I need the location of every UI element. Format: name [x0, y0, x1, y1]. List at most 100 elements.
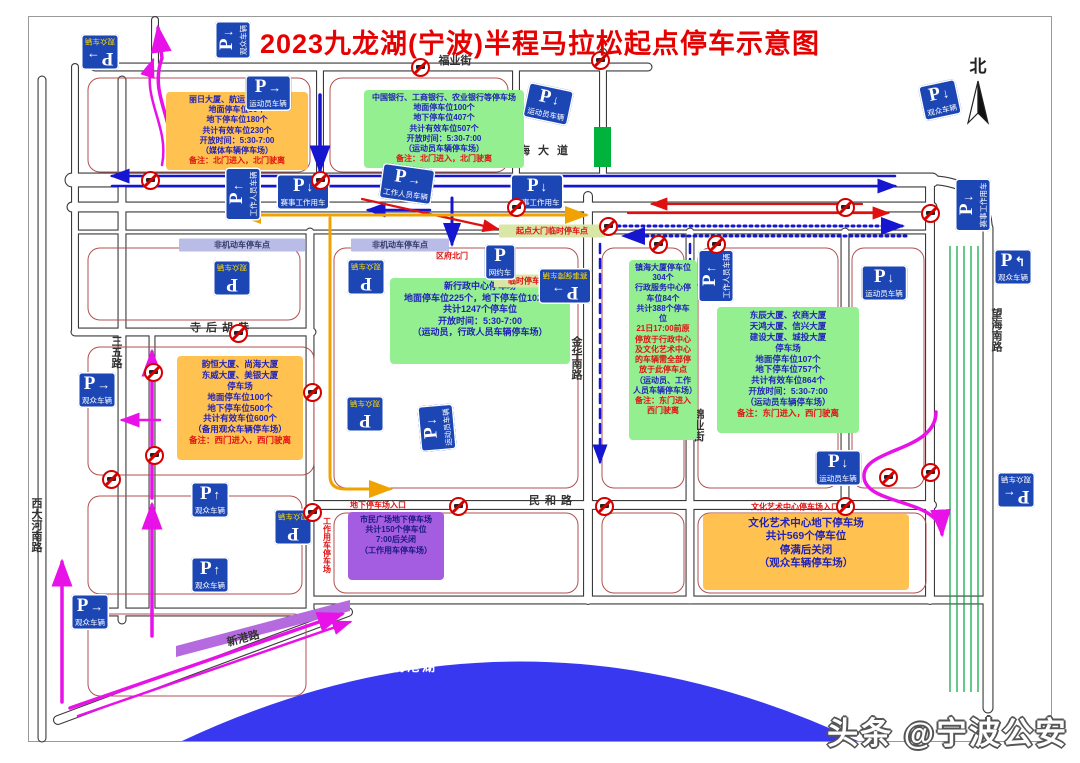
parking-info-box: 韵恒大厦、尚海大厦东威大厦、美银大厦停车场地面停车位100个地下停车位500个共… — [177, 356, 303, 460]
parking-info-line: （工作用车停车场） — [360, 545, 432, 555]
parking-sign: P↓赛事工作用车 — [955, 178, 991, 232]
no-entry-icon — [229, 324, 248, 343]
p-glyph: P — [254, 76, 267, 97]
parking-info-line: 21日17:00前原停放于行政中心及文化艺术中心的车辆需全部停放于此停车点 — [635, 324, 691, 375]
parking-info-line: 停满后关闭 — [779, 543, 833, 556]
parking-sign-label: 观众车辆 — [75, 618, 105, 627]
no-entry-icon — [836, 198, 855, 217]
parking-info-line: （媒体车辆停车场） — [201, 146, 273, 156]
parking-info-line: 备注：北门进入，北门驶离 — [396, 154, 492, 164]
parking-info-line: 7:00后关闭 — [375, 535, 416, 545]
p-glyph: P — [76, 595, 89, 616]
parking-sign: P↑工作人员车辆 — [225, 167, 261, 221]
no-entry-icon — [303, 503, 322, 522]
parking-sign-label: 观众车辆 — [351, 262, 381, 271]
parking-sign: P→赛事保障车辆 — [538, 268, 592, 304]
parking-info-line: 地面停车位225个，地下停车位1022个 — [403, 292, 557, 303]
no-entry-icon — [311, 171, 330, 190]
parking-sign-label: 赛事保障车辆 — [542, 271, 588, 280]
p-glyph: P — [292, 175, 305, 196]
parking-info-line: 共计150个停车位 — [365, 525, 427, 535]
map-annotation: 工作用车停车场 — [322, 517, 332, 573]
p-glyph: P — [216, 38, 237, 51]
no-entry-icon — [649, 235, 668, 254]
no-entry-icon — [144, 363, 163, 382]
parking-info-line: 开放时间：5:30-7:00 — [437, 315, 523, 326]
parking-sign-label: 观众车辆 — [217, 263, 247, 272]
parking-info-line: 地面停车位100个 — [413, 103, 475, 113]
parking-info-line: 韵恒大厦、尚海大厦 — [201, 359, 279, 369]
north-compass: 北 — [958, 52, 998, 134]
p-glyph: P — [873, 266, 886, 287]
parking-sign-label: 运动员车辆 — [441, 408, 454, 447]
map-annotation: 地下停车场入口 — [350, 500, 406, 510]
direction-arrow-icon: ↓ — [540, 179, 548, 194]
map-annotation: 非机动车停车点 — [179, 238, 305, 252]
no-entry-icon — [879, 468, 898, 487]
parking-sign-label: 赛事工作用车 — [514, 198, 560, 207]
parking-info-line: 停车场 — [775, 342, 801, 353]
parking-info-box: 丽日大厦、航运大厦停车场地面停车位50个地下停车位180个共计有效车位230个开… — [166, 92, 308, 170]
parking-info-box: 中国银行、工商银行、农业银行等停车场地面停车位100个地下停车位407个共计有效… — [364, 90, 524, 168]
parking-sign-label: 观众车辆 — [239, 25, 248, 55]
no-entry-icon — [102, 470, 121, 489]
direction-arrow-icon: → — [86, 50, 100, 65]
parking-info-line: 新行政中心停车场 — [443, 281, 516, 291]
parking-info-line: 共计569个停车位 — [765, 530, 847, 543]
parking-info-line: 地下停车位757个 — [755, 364, 821, 375]
parking-sign: P↑工作人员车辆 — [698, 249, 734, 303]
parking-info-line: 东辰大厦、农商大厦 — [749, 310, 827, 320]
parking-info-line: 开放时间：5:30-7:00 — [748, 386, 828, 397]
parking-sign: P 观众车辆 — [347, 259, 385, 295]
map-annotation: 非机动车停车点 — [351, 238, 449, 252]
p-glyph: P — [360, 273, 372, 294]
parking-info-line: （运动员，行政人员车辆停车场） — [412, 327, 548, 338]
parking-sign: P→观众车辆 — [71, 594, 109, 630]
no-entry-icon — [591, 51, 610, 70]
direction-arrow-icon: ↑ — [213, 562, 221, 577]
parking-info-line: 共计1247个停车位 — [442, 304, 518, 315]
lake-label: 箭港湖 — [392, 659, 438, 674]
road-label: 福业街 — [438, 55, 472, 67]
map-title: 2023九龙湖(宁波)半程马拉松起点停车示意图 — [259, 29, 821, 59]
parking-sign: P→ 观众车辆 — [81, 34, 119, 70]
p-glyph: P — [199, 558, 212, 579]
road-label: 民和路 — [529, 495, 577, 507]
parking-sign-label: 观众车辆 — [1001, 475, 1031, 484]
parking-info-line: 共计388个停车位 — [636, 303, 690, 324]
map-annotation: 区府北门 — [436, 251, 468, 261]
parking-sign: P↓运动员车辆 — [417, 403, 457, 453]
parking-info-line: 共计有效车位230个 — [202, 125, 272, 135]
parking-info-line: 地下停车位407个 — [413, 113, 475, 123]
road-label: 望海南路 — [990, 308, 1002, 352]
p-glyph: P — [419, 426, 442, 440]
north-label: 北 — [969, 57, 987, 76]
p-glyph: P — [101, 48, 114, 69]
parking-info-line: 市民广场地下停车场 — [360, 515, 432, 524]
p-glyph: P — [956, 203, 977, 216]
parking-info-line: 备注：北门进入，北门驶离 — [189, 156, 285, 166]
parking-sign: P↰观众车辆 — [994, 249, 1032, 285]
direction-arrow-icon: ↓ — [551, 92, 561, 109]
no-entry-icon — [411, 58, 430, 77]
p-glyph: P — [199, 483, 212, 504]
p-glyph: P — [1017, 486, 1030, 507]
parking-sign-label: 工作人员车辆 — [249, 171, 258, 217]
parking-sign-label: 观众车辆 — [195, 506, 225, 515]
direction-arrow-icon: ↑ — [213, 487, 221, 502]
parking-sign: P↓观众车辆 — [917, 78, 963, 122]
parking-sign: P↓运动员车辆 — [861, 265, 907, 301]
parking-sign-label: 观众车辆 — [85, 37, 115, 46]
direction-arrow-icon: → — [551, 284, 565, 299]
parking-info-line: （运动员车辆停车场） — [745, 397, 831, 407]
parking-info-line: 文化艺术中心地下停车场 — [748, 517, 864, 529]
direction-arrow-icon: ← — [1002, 488, 1016, 503]
parking-info-line: 共计有效车位600个 — [203, 413, 277, 424]
parking-info-box: 文化艺术中心地下停车场共计569个停车位停满后关闭（观众车辆停车场） — [703, 514, 909, 590]
parking-sign-label: 观众车辆 — [195, 581, 225, 590]
direction-arrow-icon: ↓ — [960, 194, 975, 202]
parking-sign: P← 观众车辆 — [997, 472, 1035, 508]
parking-info-line: 共计有效车位864个 — [751, 375, 825, 386]
